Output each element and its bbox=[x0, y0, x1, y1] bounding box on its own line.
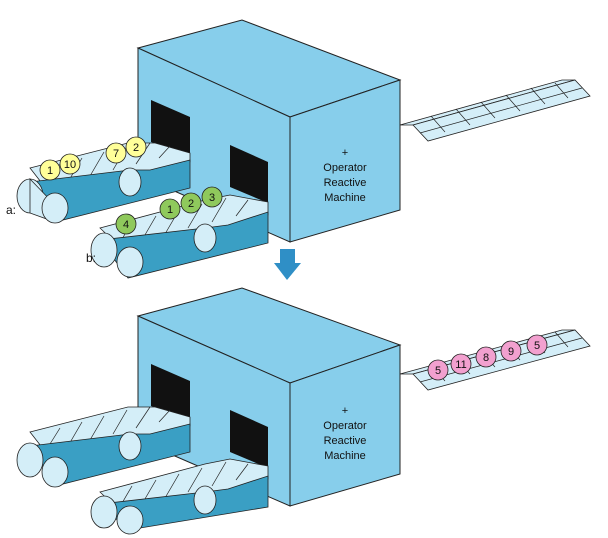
token-out-5: 5 bbox=[526, 334, 548, 356]
token-a-3-label: 7 bbox=[113, 148, 119, 160]
token-out-5-label: 5 bbox=[534, 340, 540, 352]
top-scene: 1 10 7 2 4 1 bbox=[6, 19, 591, 279]
token-b-3: 2 bbox=[180, 192, 202, 214]
tokens-belt-a: 1 10 7 2 bbox=[39, 136, 147, 181]
token-a-1-label: 1 bbox=[47, 165, 53, 177]
machine-label-top-line-4: Machine bbox=[324, 192, 366, 204]
machine-label-bottom-line-2: Operator bbox=[323, 420, 367, 432]
tokens-output: 5 11 8 9 5 bbox=[427, 334, 548, 381]
machine-label-bottom-line-4: Machine bbox=[324, 450, 366, 462]
token-a-2: 10 bbox=[59, 153, 81, 175]
machine-top bbox=[136, 19, 402, 243]
belt-b-bottom bbox=[90, 458, 269, 535]
token-out-3: 8 bbox=[475, 346, 497, 368]
machine-opening-b-bottom bbox=[230, 410, 268, 468]
token-out-4-label: 9 bbox=[508, 346, 514, 358]
machine-label-bottom-line-1: + bbox=[342, 405, 348, 417]
token-b-1: 4 bbox=[115, 213, 137, 235]
token-b-4-label: 3 bbox=[209, 192, 215, 204]
machine-label-bottom-line-3: Reactive bbox=[324, 435, 367, 447]
token-a-4: 2 bbox=[125, 136, 147, 158]
bottom-scene: 5 11 8 9 5 + Operator Reactive bbox=[16, 287, 591, 535]
belt-b bbox=[90, 194, 269, 279]
token-out-2-label: 11 bbox=[455, 359, 466, 371]
token-out-2: 11 bbox=[450, 353, 472, 375]
token-b-1-label: 4 bbox=[123, 219, 129, 231]
token-b-3-label: 2 bbox=[188, 198, 194, 210]
output-belt-top bbox=[399, 79, 591, 142]
token-b-2: 1 bbox=[159, 198, 181, 220]
belt-a-label: a: bbox=[6, 203, 16, 217]
token-out-1: 5 bbox=[427, 359, 449, 381]
machine-label-top-line-3: Reactive bbox=[324, 177, 367, 189]
token-a-1: 1 bbox=[39, 159, 61, 181]
machine-label-top-line-2: Operator bbox=[323, 162, 367, 174]
token-out-3-label: 8 bbox=[483, 352, 489, 364]
token-b-4: 3 bbox=[201, 186, 223, 208]
machine-bottom bbox=[136, 287, 402, 507]
token-out-4: 9 bbox=[500, 340, 522, 362]
machine-label-top: + Operator Reactive Machine bbox=[323, 147, 367, 204]
machine-opening-a-bottom bbox=[151, 364, 190, 422]
machine-label-top-line-1: + bbox=[342, 147, 348, 159]
tokens-belt-b: 4 1 2 3 bbox=[115, 186, 223, 235]
machine-label-bottom: + Operator Reactive Machine bbox=[323, 405, 367, 462]
token-a-3: 7 bbox=[105, 142, 127, 164]
down-arrow-icon bbox=[274, 249, 301, 280]
token-a-4-label: 2 bbox=[133, 142, 139, 154]
machine-opening-a-top bbox=[151, 100, 190, 158]
machine-opening-b-top bbox=[230, 145, 268, 203]
belt-a-bottom bbox=[16, 406, 191, 488]
token-a-2-label: 10 bbox=[64, 159, 76, 171]
token-b-2-label: 1 bbox=[167, 204, 173, 216]
token-out-1-label: 5 bbox=[435, 365, 441, 377]
belt-b-label: b: bbox=[86, 251, 96, 265]
